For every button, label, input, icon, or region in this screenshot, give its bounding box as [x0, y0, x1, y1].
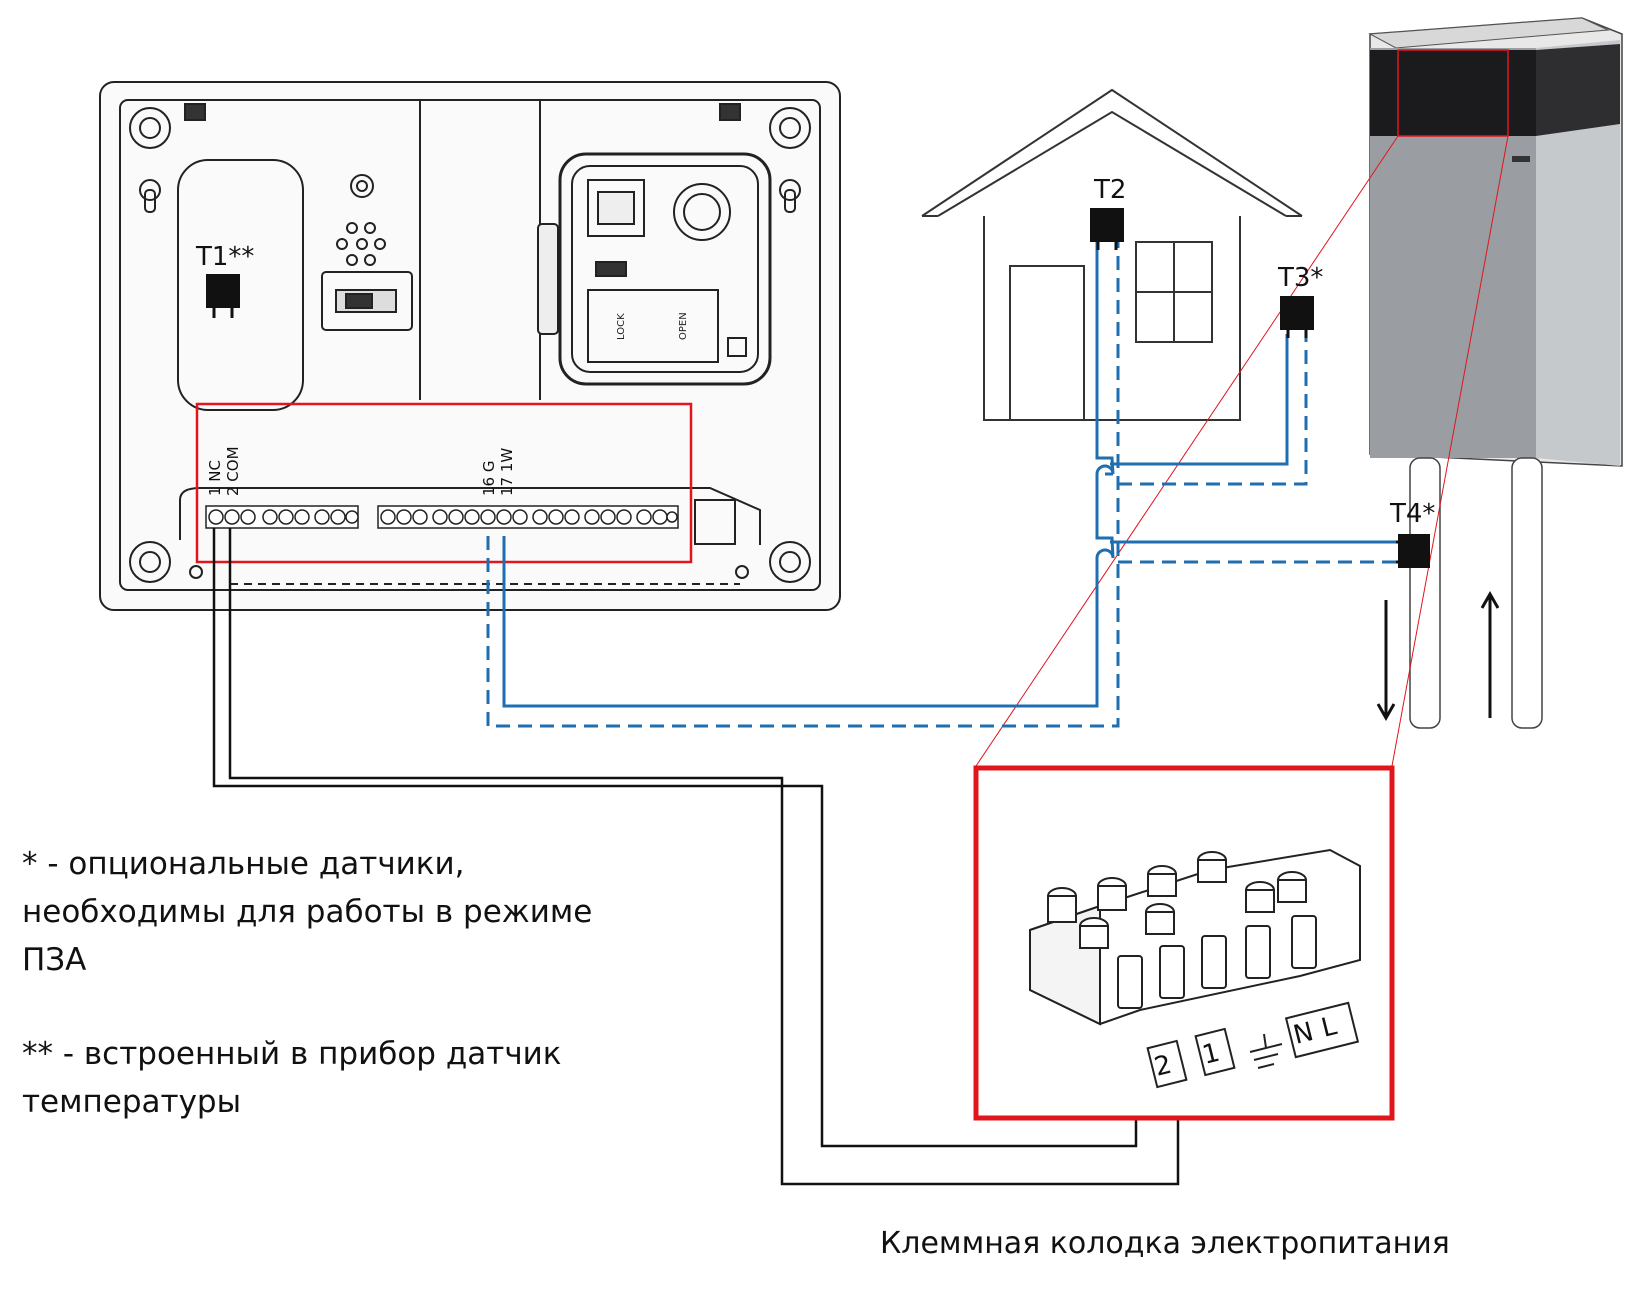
- terminal-block-right: [377, 505, 679, 529]
- terminal-highlight: [195, 402, 693, 564]
- sensor-t2: [1090, 208, 1124, 250]
- power-terminal-block: [1029, 848, 1361, 1026]
- sim-open-label: OPEN: [678, 312, 689, 340]
- sensor-wires-dashed: [486, 240, 1402, 728]
- power-label-1: 1: [1199, 1038, 1222, 1071]
- house-outline: [921, 88, 1303, 421]
- power-block-labels: [1146, 1001, 1360, 1089]
- terminal-label-2com: 2 COM: [224, 446, 242, 496]
- terminal-block-left: [205, 505, 359, 529]
- sensor-t4-label: T4*: [1389, 499, 1435, 529]
- sensor-t4: [1396, 534, 1430, 568]
- controller-device: [99, 81, 841, 611]
- sensor-t2-label: T2: [1093, 175, 1126, 205]
- boiler-zoom-box: [1397, 49, 1509, 137]
- zoom-line-right: [1391, 135, 1509, 767]
- sensor-t3: [1280, 296, 1314, 338]
- terminal-label-171w: 17 1W: [498, 448, 516, 496]
- terminal-label-1nc: 1 NC: [206, 460, 224, 496]
- power-block-caption: Клеммная колодка электропитания: [880, 1226, 1450, 1261]
- power-label-2: 2: [1151, 1050, 1174, 1083]
- flow-arrow-up: [1480, 590, 1500, 718]
- note-optional-sensors: * - опциональные датчики, необходимы для…: [22, 846, 593, 978]
- sim-lock-label: LOCK: [616, 313, 627, 340]
- terminal-label-16g: 16 G: [480, 461, 498, 496]
- boiler: [1368, 17, 1623, 729]
- note-builtin-sensor: ** - встроенный в прибор датчик температ…: [22, 1036, 562, 1120]
- sensor-t1: [206, 274, 240, 318]
- flow-arrow-down: [1376, 600, 1396, 722]
- sensor-wires: [502, 240, 1402, 708]
- sensor-t1-label: T1**: [195, 242, 254, 272]
- zoom-line-left: [975, 135, 1399, 767]
- power-wires: [212, 528, 1180, 1186]
- sensor-t3-label: T3*: [1277, 263, 1323, 293]
